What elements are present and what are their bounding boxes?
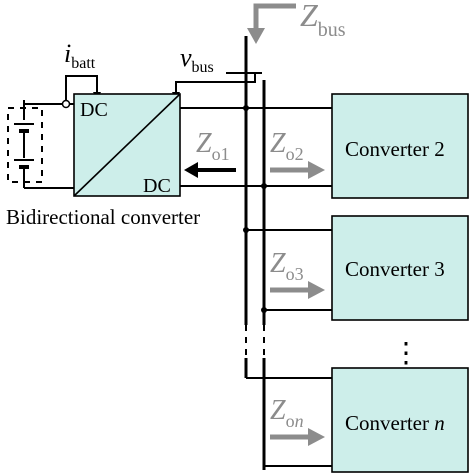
converter-n-label: Converter n (345, 411, 445, 435)
converter-diagonal (73, 93, 181, 197)
ibatt-sense-line (65, 75, 98, 100)
zbus-arrowhead (247, 28, 265, 44)
ellipsis-right: ⋮ (392, 338, 420, 369)
dc-output-label: DC (143, 175, 171, 197)
zo1-arrowhead (184, 162, 198, 178)
vbus-label: vbus (180, 43, 214, 76)
zo2-label: Zo2 (270, 128, 304, 164)
current-sense-node (61, 99, 71, 109)
zo2-arrowhead (308, 161, 325, 179)
zon-arrowhead (308, 428, 325, 446)
zon-label: Zon (270, 395, 304, 431)
converter-3-box (331, 215, 469, 321)
converter-2-box (331, 93, 469, 199)
converter-2-label: Converter 2 (345, 137, 445, 161)
zo3-label: Zo3 (270, 248, 304, 284)
zo3-arrowhead (308, 281, 325, 299)
zo1-label: Zo1 (196, 128, 230, 164)
bidirectional-converter-label: Bidirectional converter (6, 205, 200, 229)
converter-3-label: Converter 3 (345, 257, 445, 281)
battery-icon (14, 100, 34, 188)
zbus-label: Zbus (300, 0, 346, 41)
ibatt-label: ibatt (64, 39, 96, 72)
battery-top-wire (23, 100, 74, 105)
converter-n-box (331, 367, 469, 473)
zbus-arrow-shaft (253, 3, 296, 28)
dc-input-label: DC (80, 99, 108, 121)
vbus-sense-line (175, 73, 256, 94)
